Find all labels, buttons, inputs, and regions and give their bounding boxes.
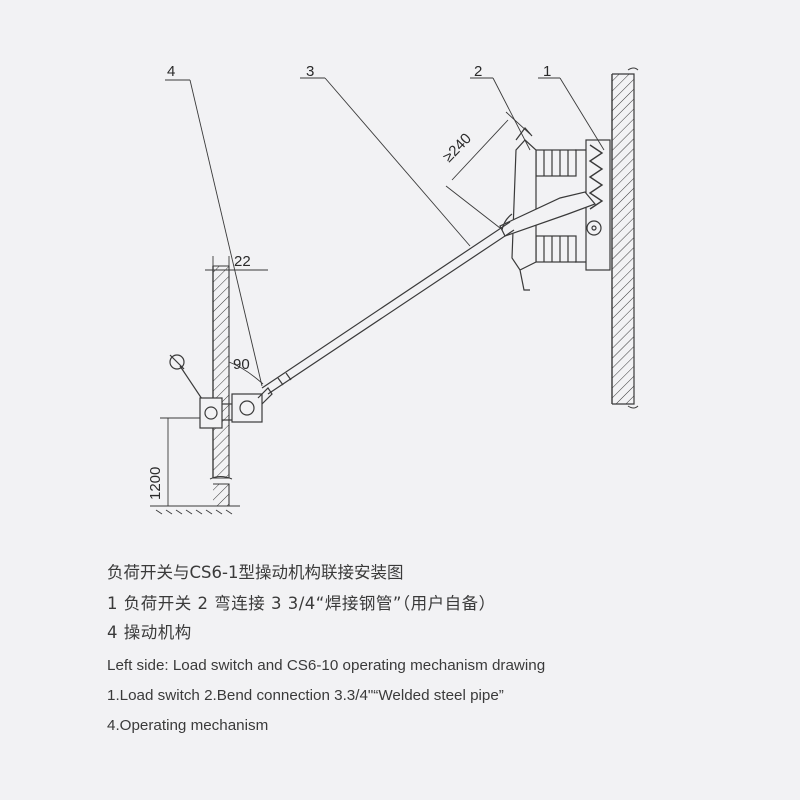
load-switch	[499, 127, 611, 291]
caption-en-parts-2: 4.Operating mechanism	[107, 717, 269, 734]
label-dim-1200: 1200	[147, 467, 164, 500]
caption-zh-parts-1: 1 负荷开关 2 弯连接 3 3/4“焊接钢管”（用户自备）	[107, 594, 496, 613]
operating-mechanism	[169, 354, 273, 429]
dimension-lines	[150, 111, 531, 515]
label-dim-90: 90	[233, 356, 250, 373]
leader-lines	[165, 77, 605, 387]
label-part-3: 3	[306, 63, 314, 80]
welded-steel-pipe	[261, 221, 515, 395]
caption-en-title: Left side: Load switch and CS6-10 operat…	[107, 657, 546, 674]
label-dim-22: 22	[234, 253, 251, 270]
bend-connection	[501, 213, 513, 231]
caption-zh-title: 负荷开关与CS6-1型操动机构联接安装图	[107, 563, 404, 582]
caption-zh-parts-2: 4 操动机构	[107, 623, 192, 642]
label-part-1: 1	[543, 63, 551, 80]
right-wall	[611, 67, 639, 409]
label-part-4: 4	[167, 63, 175, 80]
caption-en-parts-1: 1.Load switch 2.Bend connection 3.3/4"“W…	[107, 687, 504, 704]
left-wall	[209, 265, 233, 507]
caption: 负荷开关与CS6-1型操动机构联接安装图 1 负荷开关 2 弯连接 3 3/4“…	[107, 556, 787, 741]
label-part-2: 2	[474, 63, 482, 80]
installation-drawing: 4 3 2 1 ≥240 22 90 1200	[147, 63, 639, 515]
